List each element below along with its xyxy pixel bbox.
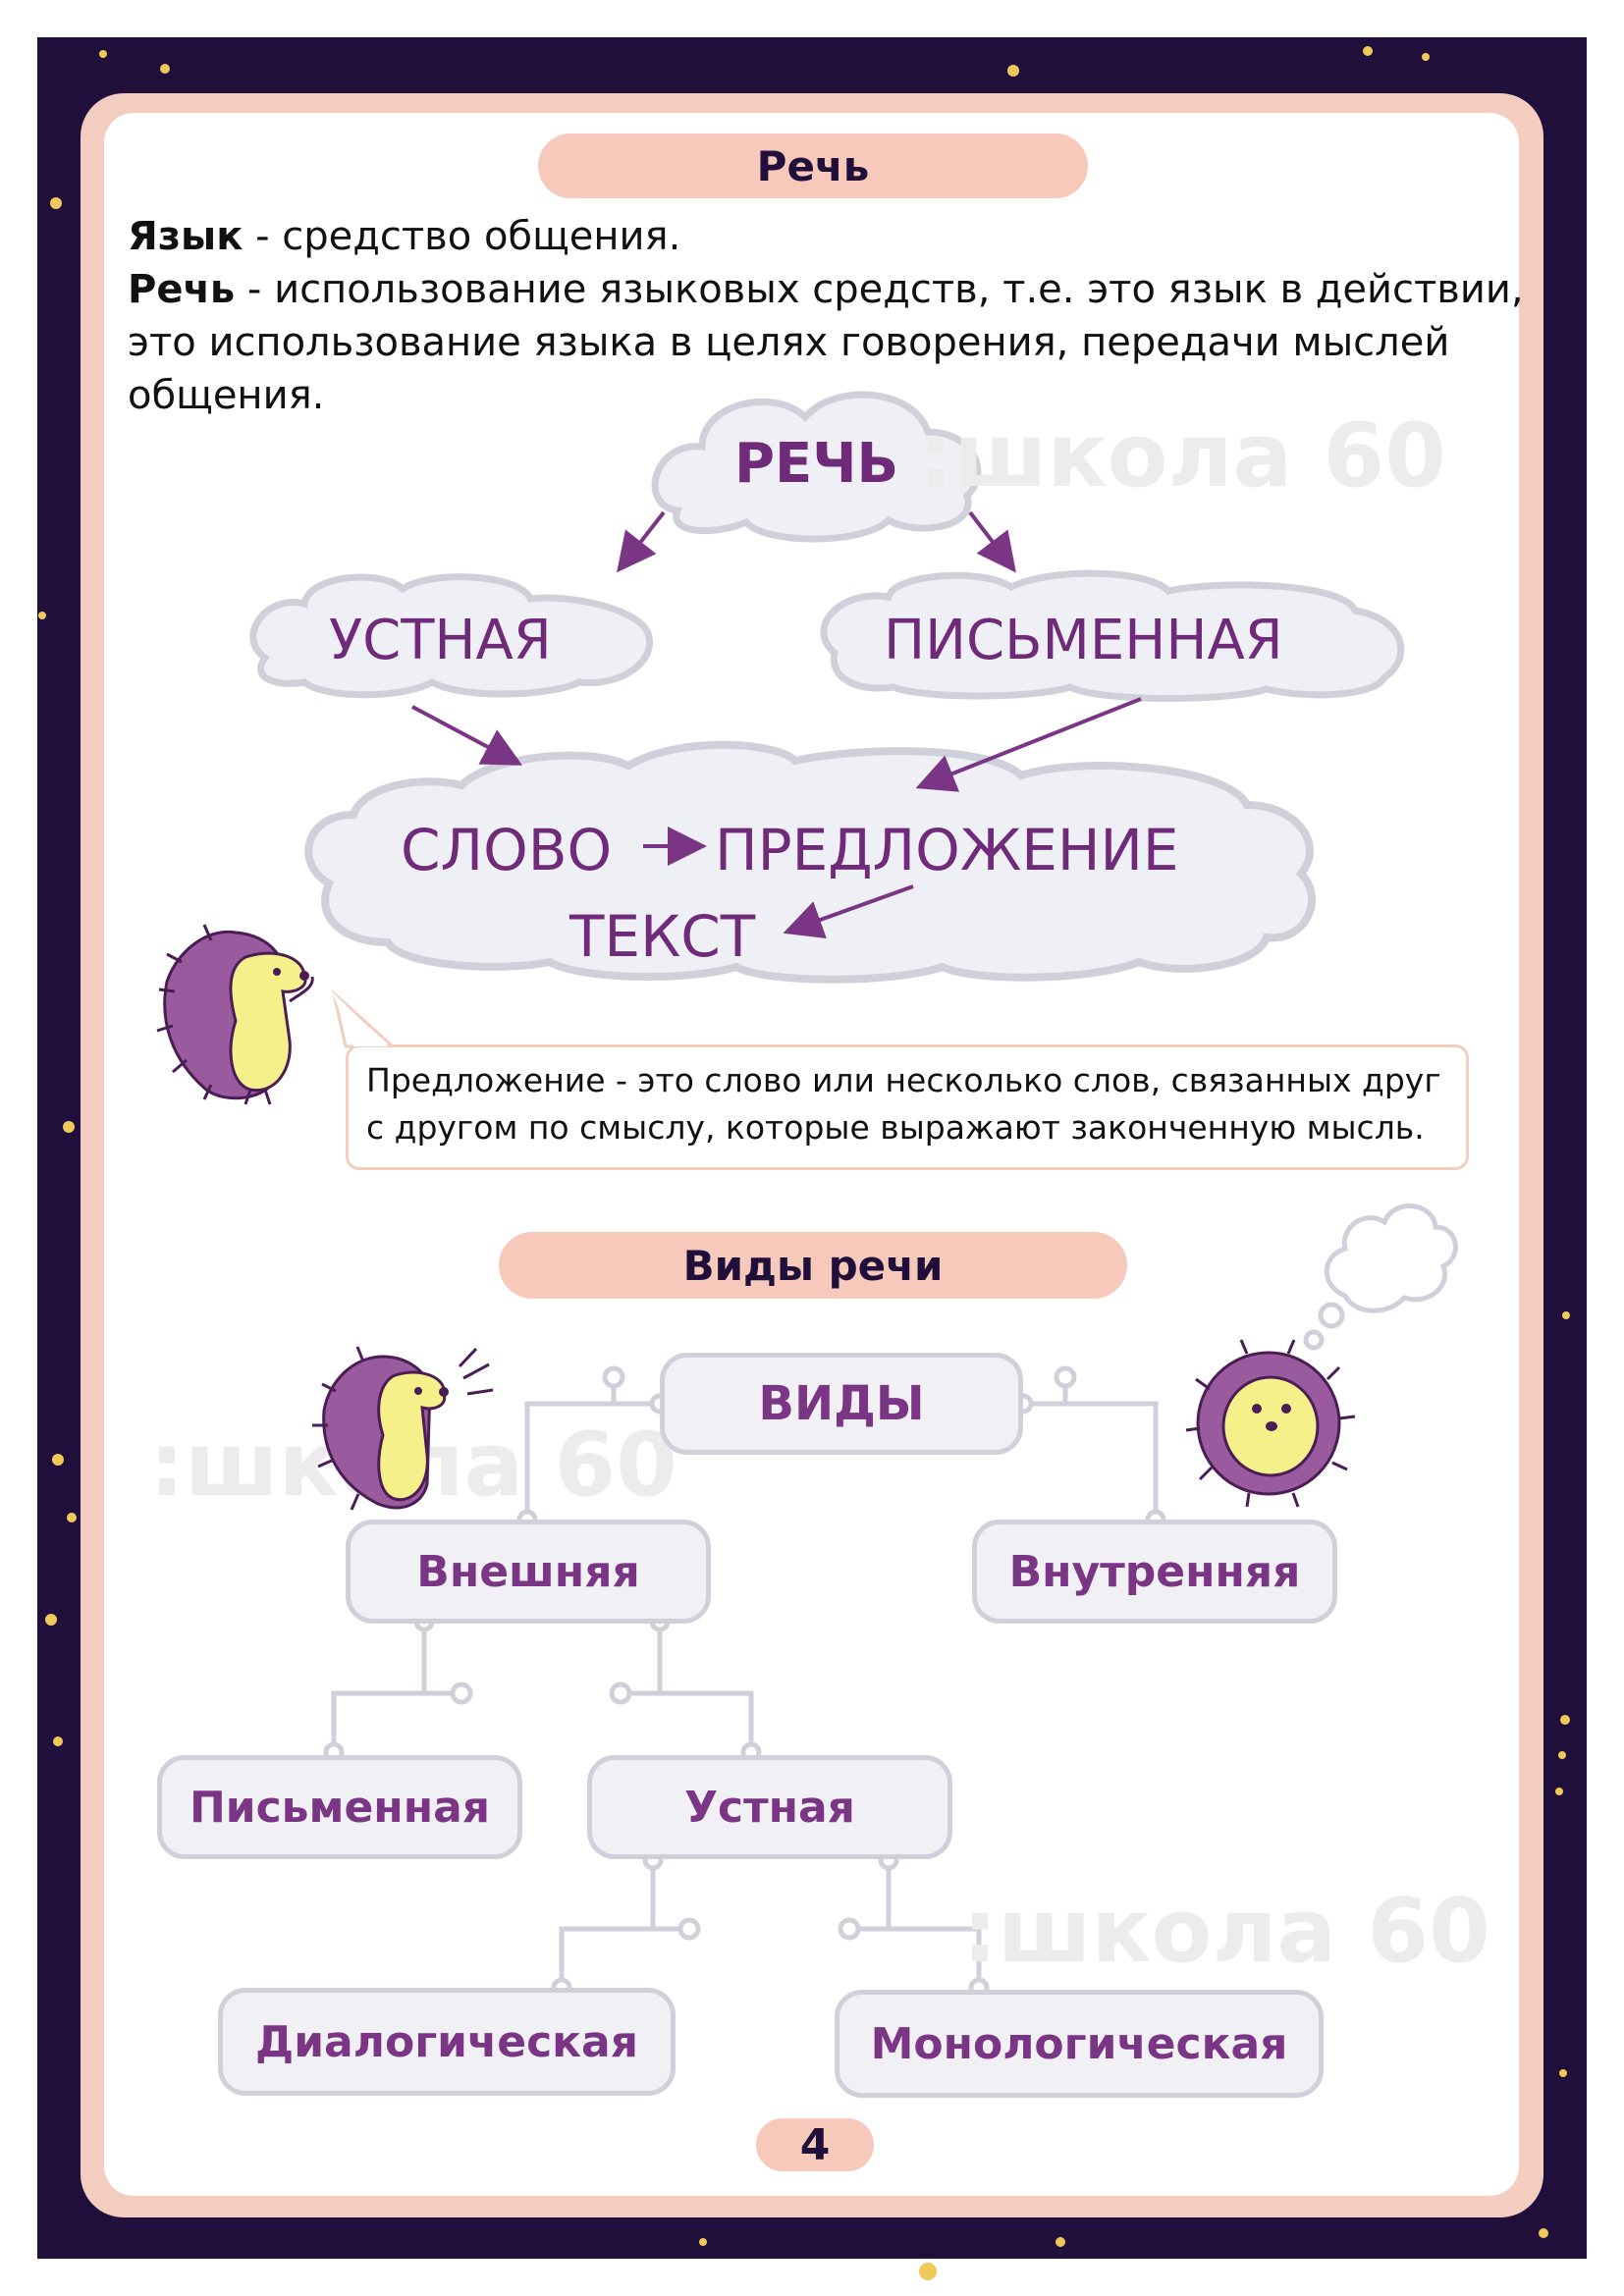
definition-rech: - использование языковых средств, т.е. э… bbox=[235, 267, 1524, 312]
tree-node-internal: Внутренняя bbox=[972, 1520, 1337, 1624]
section-title-pill-2: Виды речи bbox=[499, 1232, 1127, 1299]
term-yazyk: Язык bbox=[128, 214, 244, 259]
cloud-right bbox=[820, 569, 1405, 703]
section-title-pill: Речь bbox=[538, 133, 1088, 198]
tree-root-vidy: ВИДЫ bbox=[660, 1353, 1023, 1455]
cloud-bottom bbox=[304, 740, 1316, 984]
cloud-label-slovo: СЛОВО bbox=[401, 817, 613, 883]
watermark: :школа 60 bbox=[918, 404, 1446, 507]
arrow-ustnaya-slovo bbox=[411, 705, 523, 766]
speech-bubble: Предложение - это слово или несколько сл… bbox=[346, 1044, 1469, 1170]
bubble-line-2: с другом по смыслу, которые выражают зак… bbox=[366, 1108, 1425, 1147]
tree-node-oral: Устная bbox=[587, 1755, 952, 1859]
cloud-label-predlozhenie: ПРЕДЛОЖЕНИЕ bbox=[715, 817, 1179, 883]
definition-yazyk: - средство общения. bbox=[243, 214, 681, 259]
arrow-rech-pismennaya bbox=[968, 510, 1016, 573]
tree-node-monologic: Монологическая bbox=[835, 1990, 1324, 2098]
cloud-label-pismennaya: ПИСЬМЕННАЯ bbox=[884, 609, 1283, 672]
definition-line-3: это использование языка в целях говорени… bbox=[128, 320, 1450, 365]
cloud-label-tekst: ТЕКСТ bbox=[569, 903, 756, 970]
page-number: 4 bbox=[799, 2119, 831, 2170]
watermark-3: :школа 60 bbox=[962, 1880, 1490, 1983]
definition-line-2: Речь - использование языковых средств, т… bbox=[128, 263, 1524, 316]
term-rech: Речь bbox=[128, 267, 236, 312]
tree-node-dialogic: Диалогическая bbox=[218, 1988, 676, 2096]
arrow-predlozhenie-tekst bbox=[783, 884, 914, 938]
cloud-label-ustnaya: УСТНАЯ bbox=[329, 609, 552, 672]
tree-node-external: Внешняя bbox=[346, 1520, 711, 1624]
page-number-pill: 4 bbox=[756, 2118, 874, 2171]
cloud-top bbox=[651, 391, 982, 543]
bubble-line-1: Предложение - это слово или несколько сл… bbox=[366, 1061, 1441, 1099]
section-title: Речь bbox=[756, 141, 870, 190]
arrow-pismennaya-predlozhenie bbox=[915, 697, 1142, 792]
cloud-left bbox=[249, 573, 654, 699]
definition-line-1: Язык - средство общения. bbox=[128, 210, 680, 263]
arrow-rech-ustnaya bbox=[617, 510, 666, 573]
section-title-2: Виды речи bbox=[682, 1241, 944, 1290]
definition-line-4: общения. bbox=[128, 373, 325, 418]
cloud-label-rech: РЕЧЬ bbox=[734, 432, 899, 496]
tree-node-written: Письменная bbox=[157, 1755, 522, 1859]
